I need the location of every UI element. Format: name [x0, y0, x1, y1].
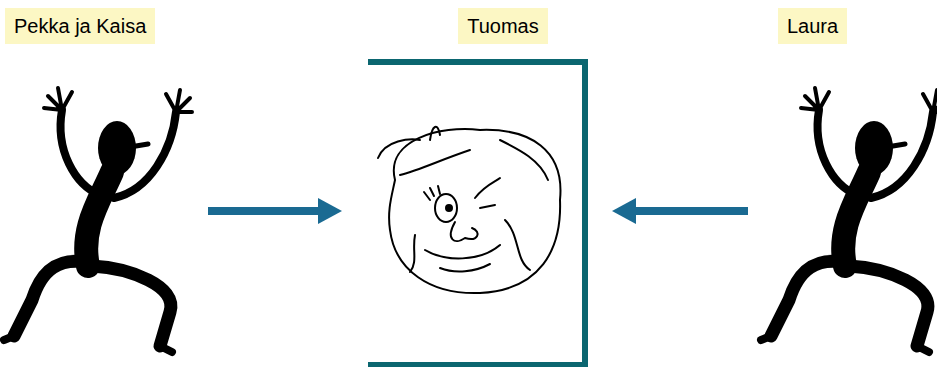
arrow-shaft [208, 207, 322, 215]
figure-node: Laura [748, 0, 937, 367]
figure-node: Pekka ja Kaisa [0, 0, 208, 367]
arrow-head [318, 198, 342, 224]
dancer-figure [4, 88, 192, 352]
arrow-shaft [632, 207, 748, 215]
dancer-figure [761, 88, 937, 352]
flow-arrow [208, 198, 342, 224]
face-drawing [378, 127, 560, 293]
figure-node: Tuomas [342, 0, 612, 367]
arrow-head [612, 198, 636, 224]
box-outline [368, 62, 585, 365]
name-label: Laura [778, 8, 847, 44]
flow-arrow [612, 198, 748, 224]
name-label: Pekka ja Kaisa [5, 8, 155, 44]
name-label: Tuomas [458, 8, 548, 44]
